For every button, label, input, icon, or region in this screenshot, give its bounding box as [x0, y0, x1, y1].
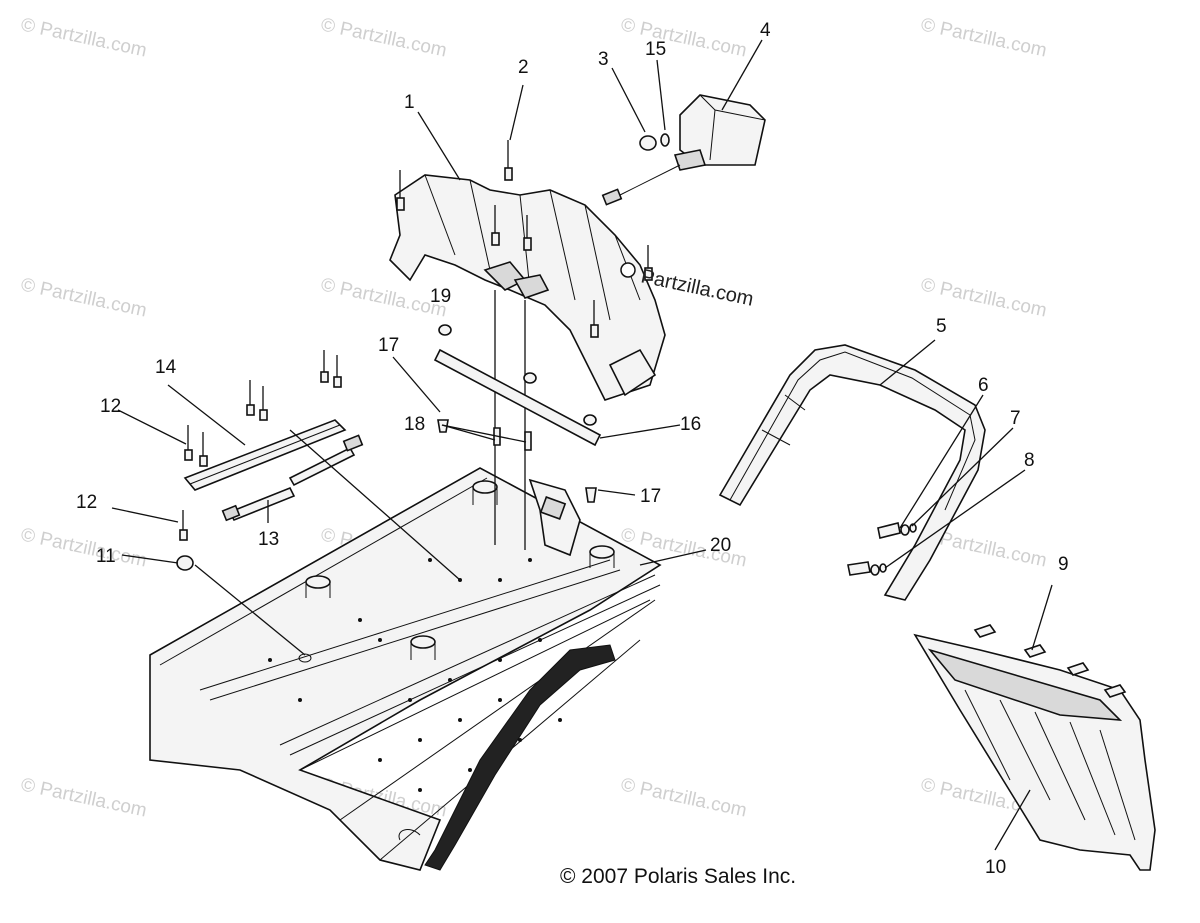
bolt-17b	[585, 487, 597, 503]
callout-7: 7	[1010, 408, 1021, 429]
callout-17b: 17	[640, 486, 661, 507]
mount-plate-16	[433, 324, 602, 503]
nut-3	[639, 135, 657, 151]
callout-16: 16	[680, 414, 701, 435]
callout-17a: 17	[378, 335, 399, 356]
callout-20: 20	[710, 535, 731, 556]
rivets-9	[973, 624, 1127, 698]
snowflap-body	[913, 633, 1156, 871]
tunnel-assembly	[149, 467, 662, 871]
callout-6: 6	[978, 375, 989, 396]
callout-15: 15	[645, 39, 666, 60]
harness-13-right	[288, 446, 356, 487]
callout-11: 11	[96, 546, 116, 567]
watermark: © Partzilla.com	[19, 274, 149, 321]
callout-8: 8	[1024, 450, 1035, 471]
nut-19	[438, 324, 452, 336]
callout-3: 3	[598, 49, 609, 70]
callout-14: 14	[155, 357, 177, 378]
watermark: © Partzilla.com	[619, 774, 749, 821]
bumper-tube	[718, 344, 986, 601]
copyright-circle-icon	[620, 262, 636, 278]
watermark: © Partzilla.com	[319, 14, 449, 61]
watermark: © Partzilla.com	[919, 274, 1049, 321]
plate-16	[433, 348, 602, 447]
callout-13: 13	[258, 529, 279, 550]
callout-19: 19	[430, 286, 451, 307]
callout-4: 4	[760, 20, 771, 41]
callout-2: 2	[518, 57, 529, 78]
callout-1: 1	[404, 92, 415, 113]
watermark: © Partzilla.com	[19, 524, 149, 571]
taillight-body	[679, 94, 766, 166]
copyright-text: © 2007 Polaris Sales Inc.	[560, 865, 796, 888]
snowflap-10	[913, 624, 1156, 871]
watermark: © Partzilla.com	[19, 774, 149, 821]
tail-housing-1	[389, 140, 666, 550]
leader-lines	[111, 39, 1053, 851]
callout-10: 10	[985, 857, 1006, 878]
grommet-11	[176, 555, 194, 571]
watermark: © Partzilla.com	[619, 14, 749, 61]
bumper-hardware	[847, 522, 917, 576]
rivet-holes	[268, 558, 562, 792]
callout-labels: 1 2 3 4 5 6 7 8 9 10 11 12 12 13 14 15 1…	[76, 20, 1069, 878]
callout-9: 9	[1058, 554, 1069, 575]
washer-15	[660, 133, 670, 147]
bolt-17a	[437, 419, 449, 433]
callout-5: 5	[936, 316, 947, 337]
harness-assembly	[176, 350, 461, 663]
heat-exchanger	[424, 644, 616, 871]
callout-12b: 12	[76, 492, 97, 513]
watermark: © Partzilla.com	[19, 14, 149, 61]
housing-bolts	[396, 140, 653, 338]
bumper-5	[718, 344, 986, 601]
callout-12a: 12	[100, 396, 121, 417]
watermark: © Partzilla.com	[919, 14, 1049, 61]
taillight-4	[601, 94, 766, 206]
callout-18: 18	[404, 414, 425, 435]
bolts-12	[179, 350, 342, 541]
